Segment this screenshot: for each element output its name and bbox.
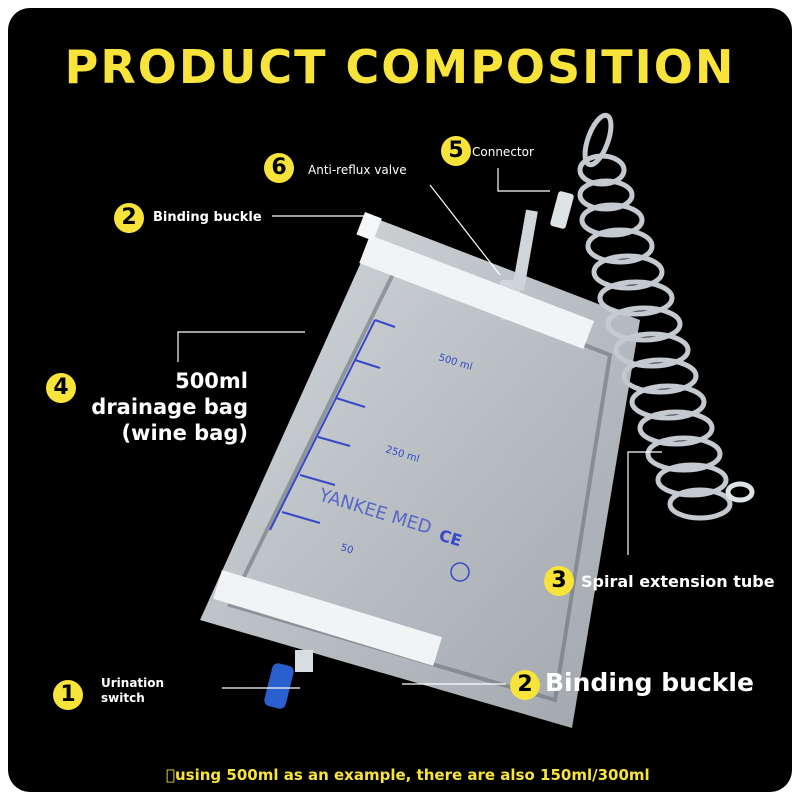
anti-reflux-valve-label: Anti-reflux valve [308,163,407,177]
drainage-bag-label: 500ml drainage bag (wine bag) [78,368,248,446]
badge-3: 3 [544,566,574,596]
urination-switch-label-line-2: switch [101,691,145,705]
connector-label: Connector [472,145,534,159]
drainage-bag-illustration: 500 ml 250 ml 50 YANKEE MED CE [177,112,755,728]
recycle-icon [450,562,470,582]
badge-4: 4 [46,373,76,403]
urination-switch-label: Urination switch [101,676,164,706]
product-composition-infographic: PRODUCT COMPOSITION [8,8,792,792]
binding-buckle-bottom-label: Binding buckle [545,668,754,697]
drainage-bag-label-line-1: 500ml [175,369,248,393]
badge-6: 6 [264,153,294,183]
urination-switch-label-line-1: Urination [101,676,165,690]
badge-5: 5 [441,136,471,166]
footer-note:  using 500ml as an example, there are al… [166,766,650,784]
badge-2-bottom: 2 [510,670,540,700]
binding-buckle-top [356,211,595,350]
page-title: PRODUCT COMPOSITION [64,40,736,94]
drainage-bag-label-line-3: (wine bag) [121,421,248,445]
drainage-bag-label-line-2: drainage bag [91,395,248,419]
binding-buckle-top-label: Binding buckle [153,210,262,225]
badge-1: 1 [53,680,83,710]
scale-50-text: 50 [339,542,354,556]
urination-switch [264,650,313,709]
badge-2-top: 2 [114,203,144,233]
spiral-extension-tube-label: Spiral extension tube [581,572,775,591]
binding-buckle-bottom [213,570,442,666]
leader-lines [177,168,662,689]
